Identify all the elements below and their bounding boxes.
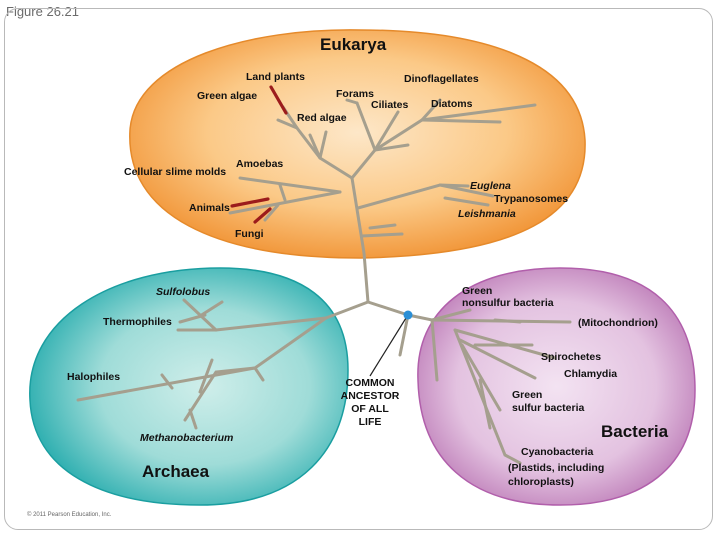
label-ciliates: Ciliates [371, 99, 409, 111]
label-slime-molds: Cellular slime molds [124, 166, 226, 178]
eukarya-branches [228, 98, 537, 238]
label-thermophiles: Thermophiles [103, 316, 172, 328]
label-euglena: Euglena [470, 180, 511, 192]
common-ancestor-dot[interactable] [403, 310, 413, 320]
copyright-notice: © 2011 Pearson Education, Inc. [27, 512, 112, 518]
ancestor-line-2: ANCESTOR [341, 390, 400, 402]
label-green-sulfur-line2: sulfur bacteria [512, 402, 585, 414]
archaea-branches [76, 298, 328, 430]
archaea-title: Archaea [142, 462, 210, 481]
label-plastids-line2: chloroplasts) [508, 476, 574, 488]
label-halophiles: Halophiles [67, 371, 120, 383]
label-cyanobacteria: Cyanobacteria [521, 446, 594, 458]
label-leishmania: Leishmania [458, 208, 516, 220]
label-land-plants: Land plants [246, 71, 305, 83]
common-ancestor-label: COMMON ANCESTOR OF ALL LIFE [341, 377, 400, 428]
label-methanobacterium: Methanobacterium [140, 432, 233, 444]
archaea-region [29, 267, 349, 506]
label-mitochondrion: (Mitochondrion) [578, 317, 658, 329]
label-forams: Forams [336, 88, 374, 100]
ancestor-pointer-line [369, 317, 407, 377]
label-green-nonsulfur-line2: nonsulfur bacteria [462, 297, 554, 309]
eukarya-region [129, 29, 586, 259]
label-animals: Animals [189, 202, 230, 214]
eukarya-highlight-branches [230, 85, 288, 224]
label-chlamydia: Chlamydia [564, 368, 617, 380]
bacteria-title: Bacteria [601, 422, 669, 441]
label-trypanosomes: Trypanosomes [494, 193, 568, 205]
eukarya-title: Eukarya [320, 35, 387, 54]
trunk-branches [324, 176, 410, 320]
label-green-sulfur-line1: Green [512, 389, 542, 401]
label-red-algae: Red algae [297, 112, 347, 124]
label-plastids-line1: (Plastids, including [508, 462, 604, 474]
figure-label: Figure 26.21 [6, 4, 79, 19]
label-green-algae: Green algae [197, 90, 257, 102]
label-sulfolobus: Sulfolobus [156, 286, 210, 298]
ancestor-line-4: LIFE [359, 416, 382, 428]
bacteria-branches [398, 308, 572, 465]
ancestor-line-3: OF ALL [351, 403, 389, 415]
label-diatoms: Diatoms [431, 98, 473, 110]
bacteria-region [417, 267, 696, 506]
label-fungi: Fungi [235, 228, 264, 240]
label-spirochetes: Spirochetes [541, 351, 601, 363]
ancestor-line-1: COMMON [346, 377, 395, 389]
slide-frame [4, 8, 713, 530]
label-amoebas: Amoebas [236, 158, 283, 170]
label-dinoflagellates: Dinoflagellates [404, 73, 479, 85]
label-green-nonsulfur-line1: Green [462, 285, 492, 297]
